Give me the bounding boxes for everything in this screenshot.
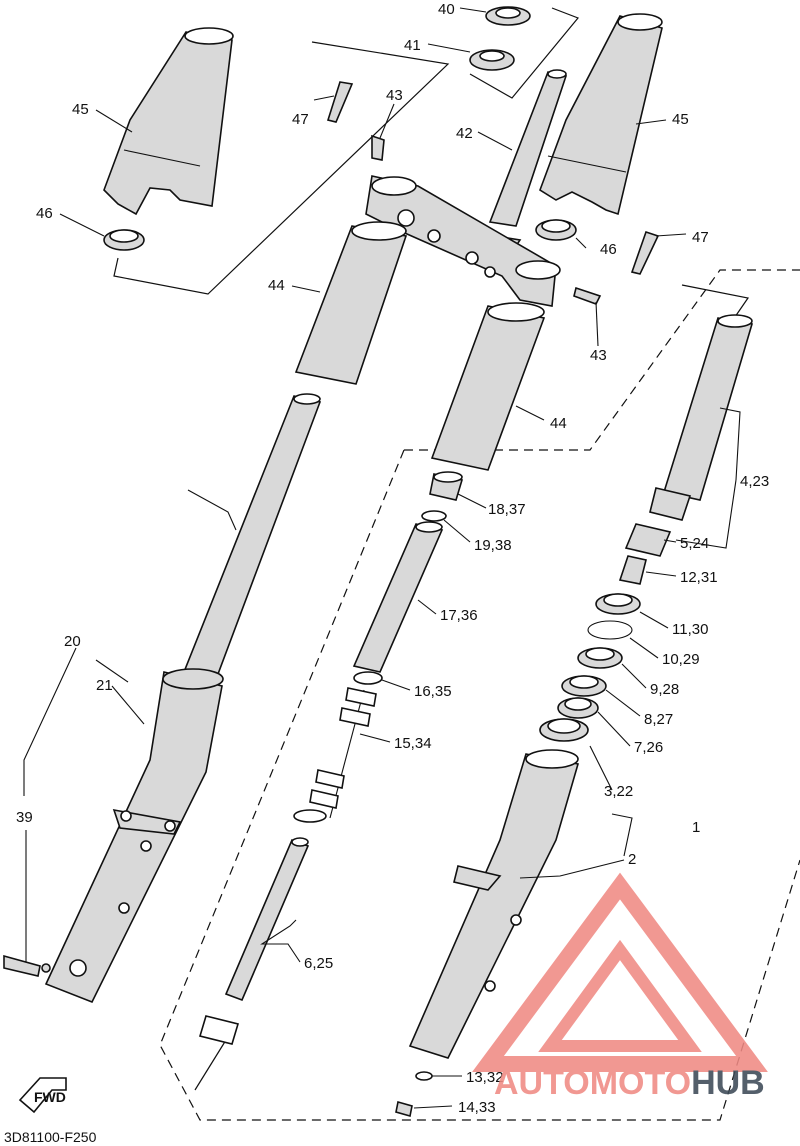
label-42: 42 xyxy=(456,125,473,142)
label-9-28: 9,28 xyxy=(650,681,679,698)
circlip-10 xyxy=(587,620,633,640)
label-13-32: 13,32 xyxy=(466,1069,504,1086)
rebound-spring xyxy=(198,1015,240,1045)
dust-seal-3 xyxy=(539,718,589,742)
label-4-23: 4,23 xyxy=(740,473,769,490)
cap-bolt xyxy=(429,471,464,501)
dust-seal-7 xyxy=(557,697,599,719)
label-43-right: 43 xyxy=(590,347,607,364)
label-18-37: 18,37 xyxy=(488,501,526,518)
label-17-36: 17,36 xyxy=(440,607,478,624)
label-47-right: 47 xyxy=(692,229,709,246)
steering-nut xyxy=(485,6,531,26)
slide-metal-5 xyxy=(624,523,672,557)
leader-lines xyxy=(23,7,741,1109)
label-3-22: 3,22 xyxy=(604,783,633,800)
callout-labels: 40 41 42 43 43 44 44 45 45 46 46 47 47 1… xyxy=(16,1,769,1116)
fork-spring xyxy=(309,687,377,819)
logo-text-b: HUB xyxy=(691,1064,765,1102)
washer-11 xyxy=(595,593,641,615)
label-40: 40 xyxy=(438,1,455,18)
damper-rod xyxy=(224,809,327,1002)
label-43-top: 43 xyxy=(386,87,403,104)
label-8-27: 8,27 xyxy=(644,711,673,728)
inner-tube xyxy=(649,314,754,521)
fork-tube-cover-right xyxy=(430,302,546,471)
outer-tube xyxy=(408,749,580,1059)
label-47-left: 47 xyxy=(292,111,309,128)
label-20: 20 xyxy=(64,633,81,650)
bolt-43-top xyxy=(371,134,385,161)
retainer-8 xyxy=(561,675,607,697)
label-10-29: 10,29 xyxy=(662,651,700,668)
label-16-35: 16,35 xyxy=(414,683,452,700)
logo-text-a: AUTOMOTO xyxy=(494,1064,691,1102)
label-15-34: 15,34 xyxy=(394,735,432,752)
label-11-30: 11,30 xyxy=(672,621,708,638)
label-2: 2 xyxy=(628,851,636,868)
fork-cover-right xyxy=(539,13,663,216)
spacer-tube xyxy=(352,521,444,673)
drain-washer-13 xyxy=(415,1071,433,1081)
fork-cover-left xyxy=(103,27,234,216)
steering-washer xyxy=(469,49,515,71)
spring-seat xyxy=(353,671,383,685)
automotohub-logo: AUTOMOTOHUB xyxy=(472,872,768,1102)
left-fork-assembly xyxy=(44,393,322,1004)
diagram-code: 3D81100-F250 xyxy=(4,1129,97,1145)
label-46-right: 46 xyxy=(600,241,617,258)
label-46-left: 46 xyxy=(36,205,53,222)
group-boundaries xyxy=(113,7,800,1121)
drain-bolt-14 xyxy=(395,1100,413,1118)
label-14-33: 14,33 xyxy=(458,1099,496,1116)
bolt-43-right xyxy=(573,286,602,305)
axle-bolt-39 xyxy=(3,954,51,977)
label-39: 39 xyxy=(16,809,33,826)
label-21: 21 xyxy=(96,677,113,694)
label-45-left: 45 xyxy=(72,101,89,118)
oil-seal-9 xyxy=(577,647,623,669)
label-6-25: 6,25 xyxy=(304,955,333,972)
label-19-38: 19,38 xyxy=(474,537,512,554)
label-7-26: 7,26 xyxy=(634,739,663,756)
label-44-right: 44 xyxy=(550,415,567,432)
cover-ring-right xyxy=(535,219,577,241)
fwd-label: FWD xyxy=(34,1089,66,1105)
fork-tube-cover-left xyxy=(294,221,408,385)
logo-text-automoto: AUTOMOTOHUB xyxy=(494,1064,765,1102)
bolt-47-right xyxy=(630,230,660,275)
label-45-right: 45 xyxy=(672,111,689,128)
bolt-47-left xyxy=(326,81,354,123)
label-12-31: 12,31 xyxy=(680,569,718,586)
slide-metal-12 xyxy=(618,555,647,585)
cover-ring-left xyxy=(103,229,145,251)
label-41: 41 xyxy=(404,37,421,54)
o-ring xyxy=(421,510,447,522)
label-44-left: 44 xyxy=(268,277,285,294)
label-5-24: 5,24 xyxy=(680,535,709,552)
under-bracket xyxy=(365,175,561,307)
label-1: 1 xyxy=(692,819,700,836)
fwd-arrow-icon: FWD xyxy=(18,1077,67,1114)
